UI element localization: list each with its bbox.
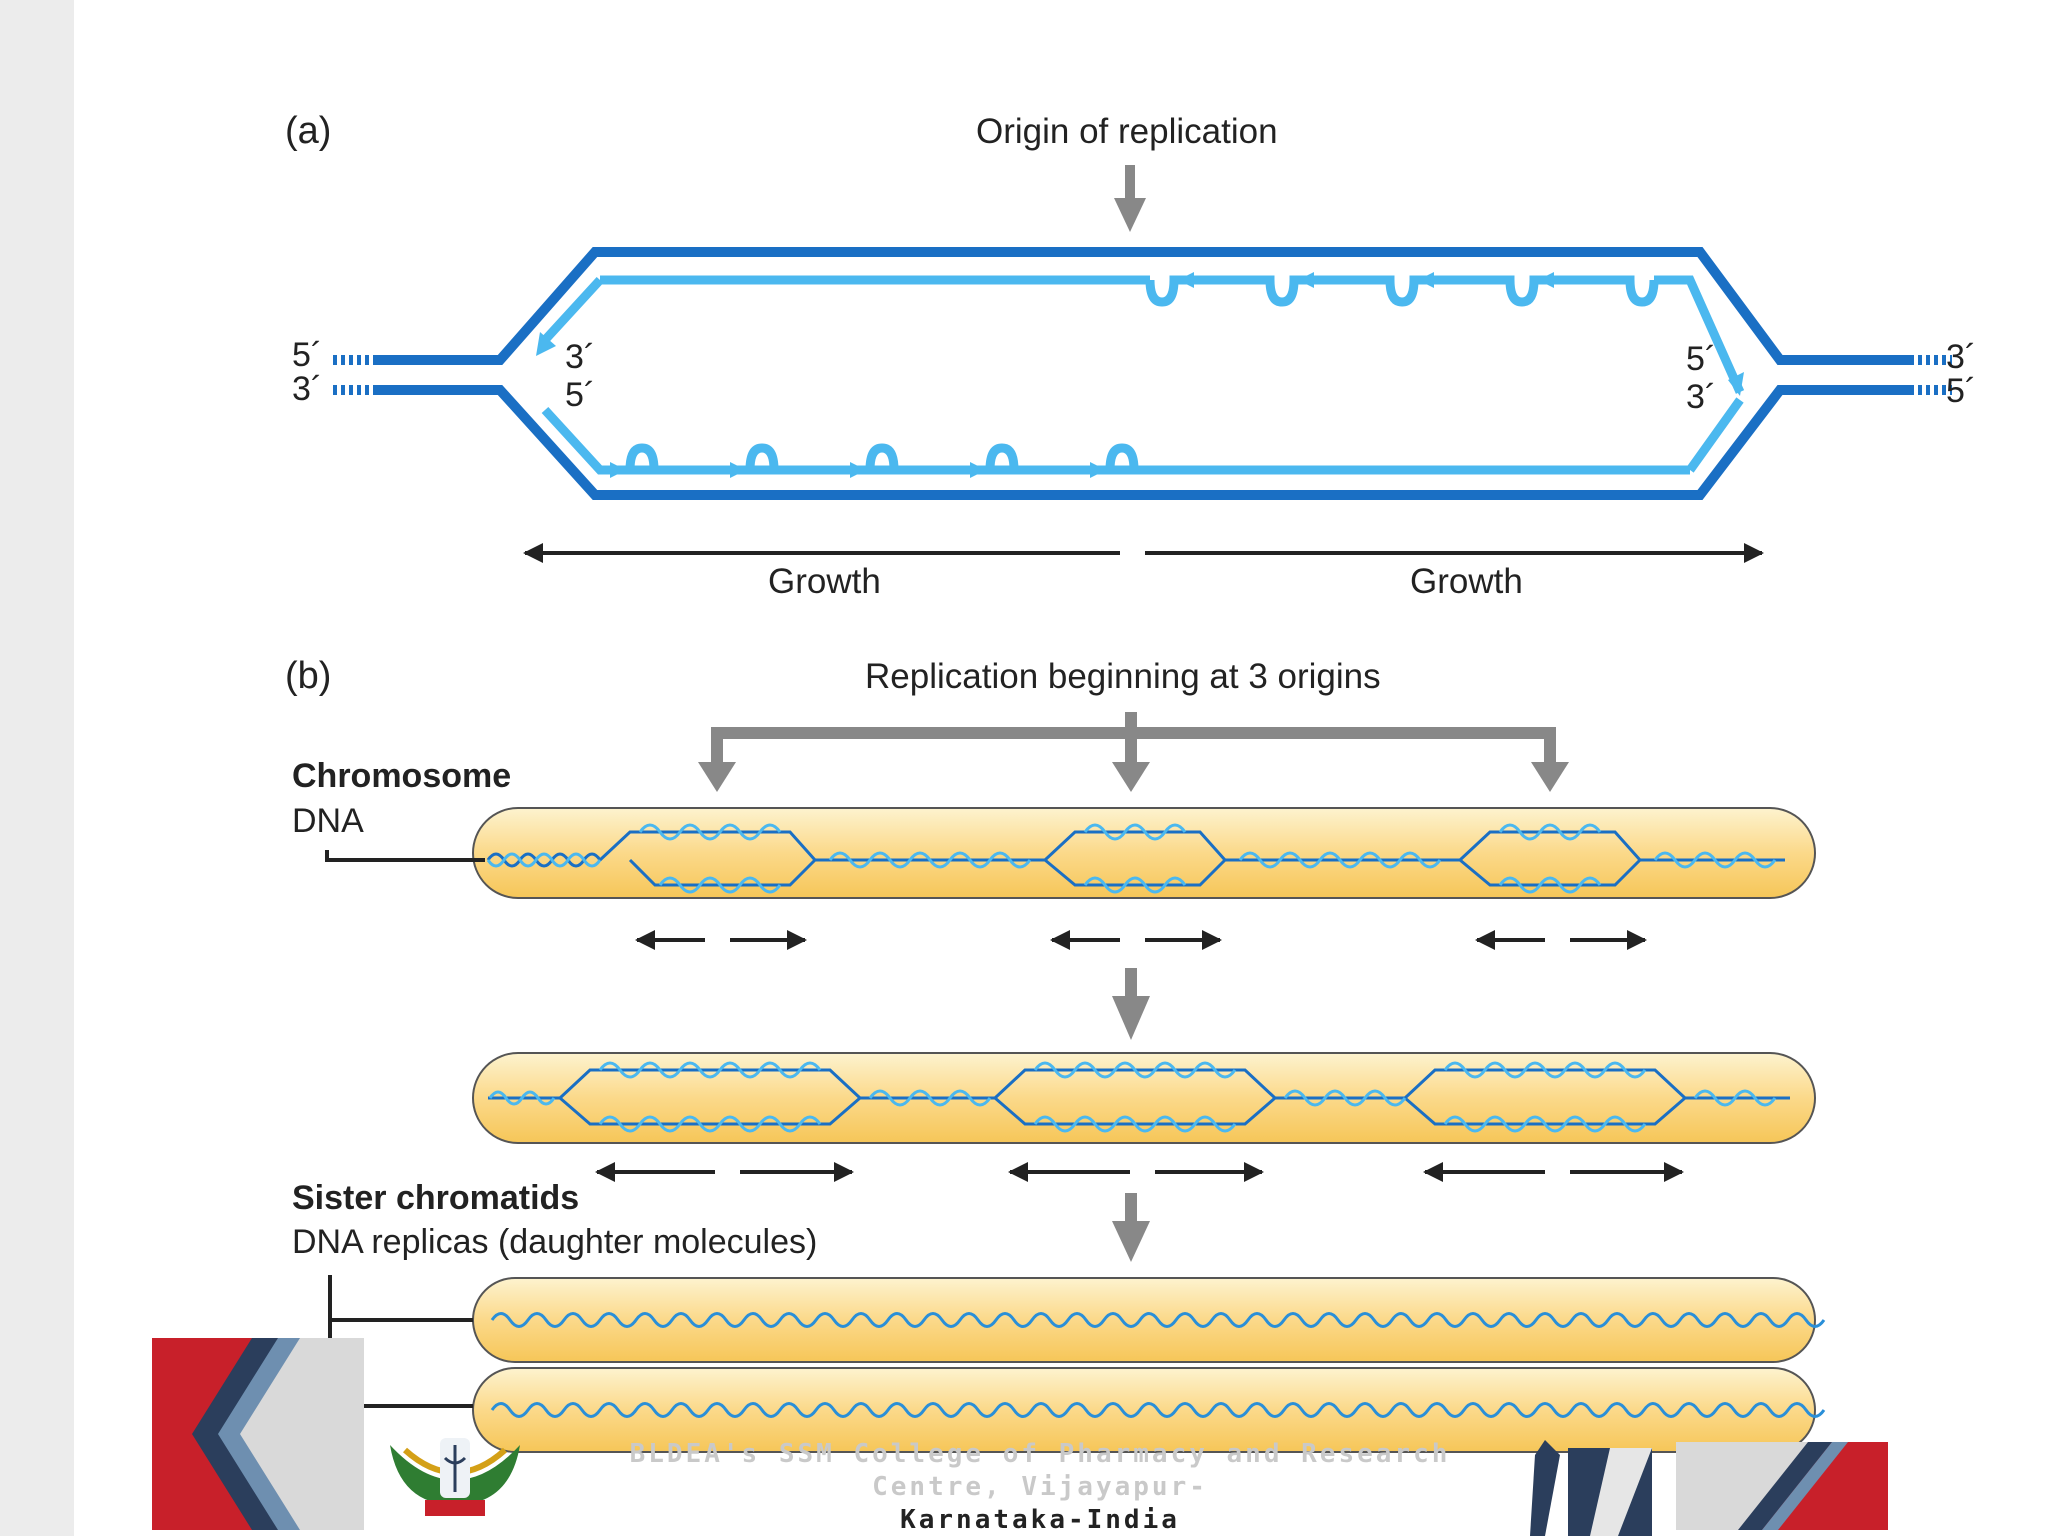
down-arrow-icon <box>1112 968 1150 1040</box>
right-bottom-end-label: 5´ <box>1946 372 1977 410</box>
left-top-end-label: 5´ <box>292 336 323 374</box>
footer-line-1: BLDEA's SSM College of Pharmacy and Rese… <box>629 1439 1451 1502</box>
daughter-strands <box>541 275 1745 475</box>
dna-helix-chromosome-1 <box>486 823 1785 894</box>
footer-line-2: Karnataka-India <box>900 1505 1180 1535</box>
dna-helix-chromosome-2 <box>488 1061 1790 1133</box>
leader-lines <box>325 850 485 1408</box>
left-inner-bottom-label: 5´ <box>565 376 596 414</box>
sister-chromatids-sub: DNA replicas (daughter molecules) <box>292 1223 818 1261</box>
sister-chromatids-title: Sister chromatids <box>292 1179 580 1217</box>
right-inner-top-label: 5´ <box>1686 340 1717 378</box>
origins-label: Replication beginning at 3 origins <box>865 657 1381 696</box>
panel-a-label: (a) <box>285 110 332 152</box>
sister-chromatid-2 <box>472 1367 1816 1453</box>
parental-strands <box>375 247 1910 500</box>
growth-left-label: Growth <box>768 562 881 601</box>
chromosome-sub: DNA <box>292 802 364 840</box>
origin-down-arrow-icon <box>1114 165 1146 232</box>
footer-college-name: BLDEA's SSM College of Pharmacy and Rese… <box>590 1438 1490 1537</box>
sister-chromatid-1 <box>472 1277 1816 1363</box>
left-margin-strip <box>0 0 74 1536</box>
right-top-end-label: 3´ <box>1946 338 1977 376</box>
growth-right-label: Growth <box>1410 562 1523 601</box>
footer-left-decor <box>152 1338 364 1530</box>
dna-helix-chromatid-2 <box>490 1402 1826 1418</box>
daughter-strand-arrowheads <box>536 272 1744 478</box>
left-bottom-end-label: 3´ <box>292 370 323 408</box>
right-inner-bottom-label: 3´ <box>1686 378 1717 416</box>
origins-bracket-arrows <box>698 712 1569 792</box>
panel-b-label: (b) <box>285 655 332 697</box>
footer-right-decor <box>1530 1440 1888 1536</box>
origin-of-replication-label: Origin of replication <box>976 112 1278 151</box>
dna-helix-chromatid-1 <box>490 1312 1826 1328</box>
down-arrow-icon <box>1112 1193 1150 1262</box>
strand-dashed-ends <box>333 355 1952 395</box>
left-inner-top-label: 3´ <box>565 338 596 376</box>
college-logo-icon <box>390 1438 520 1516</box>
chromosome-title: Chromosome <box>292 757 512 795</box>
